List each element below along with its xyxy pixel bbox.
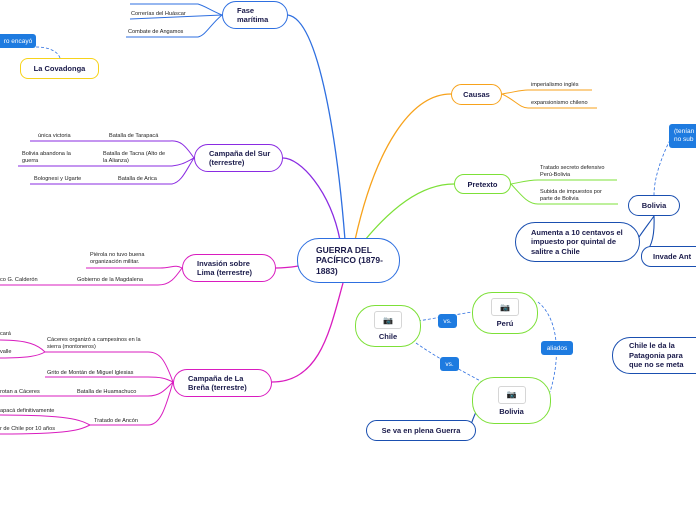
- leaf-detail-tarapaca: apacá definitivamente: [0, 408, 55, 414]
- central-topic[interactable]: GUERRA DEL PACÍFICO (1879-1883): [297, 238, 400, 283]
- edge-brena-leaf-2: [45, 376, 174, 383]
- branch-campana-brena-label: Campaña de La Breña (terrestre): [188, 374, 247, 392]
- tag-encayo[interactable]: ro encayó: [0, 34, 36, 48]
- leaf-batalla-arica: Batalla de Arica: [118, 176, 157, 182]
- leaf-pierola: Piérola no tuvo buena organización milit…: [90, 252, 145, 265]
- leaf-caceres-organizo: Cáceres organizó a campesinos en la sier…: [47, 337, 141, 350]
- leaf-detail-chile-10-anos: r de Chile por 10 años: [0, 426, 56, 432]
- node-se-va-guerra-label: Se va en plena Guerra: [381, 426, 461, 435]
- edge-brena-leaf-4: [90, 381, 174, 426]
- leaf-grito-montan: Grito de Montán de Miguel Iglesias: [47, 370, 134, 376]
- node-bolivia-right[interactable]: Bolivia: [628, 195, 680, 216]
- branch-causas-label: Causas: [463, 90, 490, 99]
- branch-invasion-lima-label: Invasión sobre Lima (terrestre): [197, 259, 253, 277]
- node-se-va-guerra[interactable]: Se va en plena Guerra: [366, 420, 476, 441]
- leaf-subida-impuestos: Subida de impuestos por parte de Bolivia: [540, 189, 602, 202]
- edge-fase-maritima: [287, 14, 346, 241]
- edge-tag-covadonga: [35, 46, 61, 59]
- node-invade-ant[interactable]: Invade Ant: [641, 246, 696, 267]
- leaf-unica-victoria: única victoria: [38, 133, 71, 139]
- edge-campana-sur: [282, 157, 341, 241]
- node-patagonia-label: Chile le da la Patagonia para que no se …: [629, 341, 684, 370]
- leaf-gobierno-magdalena: Gobierno de la Magdalena: [77, 277, 143, 283]
- node-la-covadonga-label: La Covadonga: [33, 64, 86, 73]
- edge-brena-detail-4: [0, 414, 91, 426]
- leaf-combate-angamos: Combate de Angamos: [128, 29, 184, 35]
- leaf-tratado-secreto: Tratado secreto defensivo Perú-Bolivia: [540, 165, 605, 178]
- branch-invasion-lima[interactable]: Invasión sobre Lima (terrestre): [182, 254, 276, 282]
- edge-fase-leaf-3: [126, 14, 223, 38]
- node-bolivia-center-label: Bolivia: [499, 406, 524, 416]
- node-aumenta-impuesto[interactable]: Aumenta a 10 centavos el impuesto por qu…: [515, 222, 640, 262]
- node-peru-label: Perú: [496, 319, 514, 328]
- edge-brena-detail-1: [0, 339, 46, 353]
- edge-pretexto-leaf-1: [510, 179, 617, 185]
- edge-pretexto: [364, 183, 455, 241]
- edge-brena-detail-2: [0, 351, 46, 359]
- edge-causas: [354, 93, 452, 241]
- edge-pretexto-leaf-2: [510, 183, 618, 205]
- leaf-bolivia-abandona: Bolivia abandona la guerra: [22, 151, 71, 164]
- edge-brena-detail-5: [0, 424, 91, 435]
- edge-lima-leaf-1: [86, 265, 183, 269]
- branch-pretexto-label: Pretexto: [467, 179, 498, 189]
- leaf-batalla-huamachuco: Batalla de Huamachuco: [77, 389, 137, 395]
- branch-campana-sur[interactable]: Campaña del Sur (terrestre): [194, 144, 283, 172]
- leaf-batalla-tarapaca: Batalla de Tarapacá: [109, 133, 159, 139]
- node-bolivia-right-label: Bolivia: [641, 201, 667, 210]
- tag-vs-peru[interactable]: vs.: [438, 314, 457, 328]
- camera-icon: 📷: [497, 385, 526, 404]
- edge-causas-leaf-1: [501, 89, 592, 95]
- edge-aumenta-bolivia: [636, 215, 655, 241]
- node-bolivia-center[interactable]: 📷 Bolivia: [472, 377, 551, 424]
- edge-sur-battle-2: [100, 157, 195, 167]
- edge-fase-leaf-1: [130, 3, 223, 16]
- leaf-correrias-huascar: Correrías del Huáscar: [131, 11, 186, 17]
- tag-vs-bolivia[interactable]: vs.: [440, 357, 459, 371]
- leaf-batalla-tacna: Batalla de Tacna (Alto de la Alianza): [103, 151, 166, 164]
- edge-brena-leaf-1: [45, 351, 174, 383]
- node-patagonia[interactable]: Chile le da la Patagonia para que no se …: [612, 337, 696, 374]
- leaf-calderon: co G. Calderón: [0, 277, 38, 283]
- edge-brena-leaf-3: [75, 381, 174, 397]
- leaf-bolognesi-ugarte: Bolognesi y Ugarte: [34, 176, 82, 182]
- leaf-imperialismo-ingles: imperialismo inglés: [531, 82, 579, 88]
- camera-icon: 📷: [491, 298, 519, 316]
- node-aumenta-impuesto-label: Aumenta a 10 centavos el impuesto por qu…: [531, 227, 623, 256]
- tag-tenian[interactable]: (tenían no sub: [669, 124, 696, 148]
- tag-aliados[interactable]: aliados: [541, 341, 573, 355]
- branch-fase-maritima[interactable]: Fase marítima: [222, 1, 288, 29]
- branch-campana-sur-label: Campaña del Sur (terrestre): [209, 149, 271, 167]
- edge-causas-leaf-2: [501, 93, 597, 109]
- node-la-covadonga[interactable]: La Covadonga: [20, 58, 99, 79]
- node-chile[interactable]: 📷 Chile: [355, 305, 421, 347]
- branch-campana-brena[interactable]: Campaña de La Breña (terrestre): [173, 369, 272, 397]
- node-invade-ant-label: Invade Ant: [653, 252, 692, 261]
- edge-fase-leaf-2: [129, 14, 223, 20]
- branch-causas[interactable]: Causas: [451, 84, 502, 105]
- camera-icon: 📷: [374, 311, 402, 329]
- leaf-tratado-ancon: Tratado de Ancón: [94, 418, 138, 424]
- node-peru[interactable]: 📷 Perú: [472, 292, 538, 334]
- leaf-detail-rotan-caceres: rotan a Cáceres: [0, 389, 40, 395]
- leaf-detail-cara: cará: [0, 331, 11, 337]
- node-chile-label: Chile: [378, 332, 398, 341]
- edge-sur-battle-3: [115, 157, 195, 185]
- leaf-detail-valle: valle: [0, 349, 12, 355]
- edge-lima-leaf-2: [75, 267, 183, 286]
- central-topic-label: GUERRA DEL PACÍFICO (1879-1883): [316, 244, 383, 276]
- branch-fase-maritima-label: Fase marítima: [237, 6, 269, 24]
- tag-tenian-label: (tenían no sub: [674, 128, 695, 143]
- edge-sur-battle-1: [98, 140, 195, 159]
- edge-campana-brena: [271, 282, 344, 383]
- branch-pretexto[interactable]: Pretexto: [454, 174, 511, 194]
- leaf-expansionismo-chileno: expansionismo chileno: [531, 100, 588, 106]
- edge-tenian-bolivia: [653, 139, 671, 196]
